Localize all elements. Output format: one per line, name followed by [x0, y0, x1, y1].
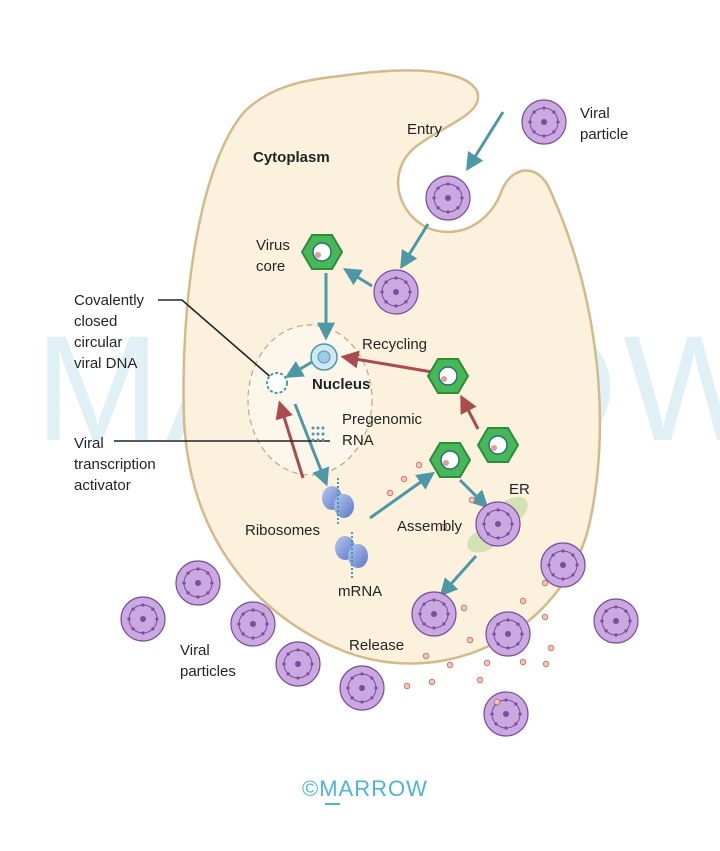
nuclear-dna-core	[310, 343, 338, 371]
virion-group	[120, 99, 639, 737]
label-ribosomes: Ribosomes	[245, 522, 320, 539]
label-viral-transcription-activator: activator	[74, 477, 131, 494]
virion	[275, 641, 321, 687]
virion	[483, 691, 529, 737]
virus-core	[426, 358, 470, 394]
surface-antigen-dot	[476, 676, 484, 684]
surface-antigen-dot	[403, 682, 411, 690]
label-viral-particle: Viral	[580, 105, 610, 122]
ribosome	[335, 532, 368, 580]
label-cytoplasm: Cytoplasm	[253, 149, 330, 166]
label-recycling: Recycling	[362, 336, 427, 353]
release-arrow	[439, 554, 478, 597]
label-cccdna: Covalently	[74, 292, 145, 309]
label-cccdna: viral DNA	[74, 355, 137, 372]
virion	[411, 591, 457, 637]
copyright-mark: ©MARROW	[302, 776, 428, 801]
label-entry: Entry	[407, 121, 443, 138]
label-viral-particles: particles	[180, 663, 236, 680]
surface-antigen-dot	[466, 636, 474, 644]
surface-antigen-dot	[386, 489, 394, 497]
surface-antigen-dot	[415, 461, 423, 469]
virion	[120, 596, 166, 642]
surface-antigen-dot	[519, 658, 527, 666]
virion	[230, 601, 276, 647]
pregenomic-rna-strand	[311, 426, 325, 442]
virus-core	[300, 234, 344, 270]
core-release-arrow	[342, 268, 373, 288]
surface-antigen-dot	[483, 659, 491, 667]
surface-antigen-dot	[547, 644, 555, 652]
surface-antigen-dot	[440, 523, 448, 531]
surface-antigen-dot	[541, 613, 549, 621]
label-nucleus: Nucleus	[312, 376, 370, 393]
label-virus-core: core	[256, 258, 285, 275]
entry-arrow	[466, 111, 505, 172]
cccdna-circle	[266, 372, 288, 394]
surface-antigen-dot	[541, 579, 549, 587]
surface-antigen-dot	[519, 597, 527, 605]
virus-core	[428, 442, 472, 478]
virion	[339, 665, 385, 711]
label-mrna: mRNA	[338, 583, 382, 600]
virion	[521, 99, 567, 145]
envelopment-arrow	[458, 478, 489, 509]
label-assembly: Assembly	[397, 518, 463, 535]
surface-antigen-dots	[386, 461, 555, 706]
surface-antigen-dot	[428, 678, 436, 686]
repair-arrow	[284, 360, 313, 378]
virion	[475, 501, 521, 547]
label-cccdna: closed	[74, 313, 117, 330]
cccdna-pointer-line	[158, 299, 275, 381]
transcription-arrow	[293, 403, 330, 487]
label-viral-particles: Viral	[180, 642, 210, 659]
cell-membrane	[182, 69, 602, 665]
virion	[373, 269, 419, 315]
uncoating-arrow	[400, 223, 430, 270]
virion	[485, 611, 531, 657]
label-pregenomic-rna: RNA	[342, 432, 374, 449]
maturation-arrow	[460, 394, 480, 430]
label-viral-transcription-activator: transcription	[74, 456, 156, 473]
virion	[540, 542, 586, 588]
virus-core	[476, 427, 520, 463]
surface-antigen-dot	[468, 496, 476, 504]
surface-antigen-dot	[493, 698, 501, 706]
ribosome	[322, 478, 354, 524]
virion	[593, 598, 639, 644]
label-cccdna: circular	[74, 334, 122, 351]
recycling-arrow	[340, 350, 433, 374]
label-viral-particle: particle	[580, 126, 628, 143]
label-release: Release	[349, 637, 404, 654]
label-er: ER	[509, 481, 530, 498]
encapsidation-arrow	[369, 471, 435, 520]
nucleus	[247, 324, 373, 476]
virion	[175, 560, 221, 606]
surface-antigen-dot	[422, 652, 430, 660]
surface-antigen-dot	[400, 475, 408, 483]
label-virus-core: Virus	[256, 237, 290, 254]
label-viral-transcription-activator: Viral	[74, 435, 104, 452]
virion	[425, 175, 471, 221]
surface-antigen-dot	[460, 604, 468, 612]
label-pregenomic-rna: Pregenomic	[342, 411, 423, 428]
surface-antigen-dot	[446, 661, 454, 669]
surface-antigen-dot	[542, 660, 550, 668]
